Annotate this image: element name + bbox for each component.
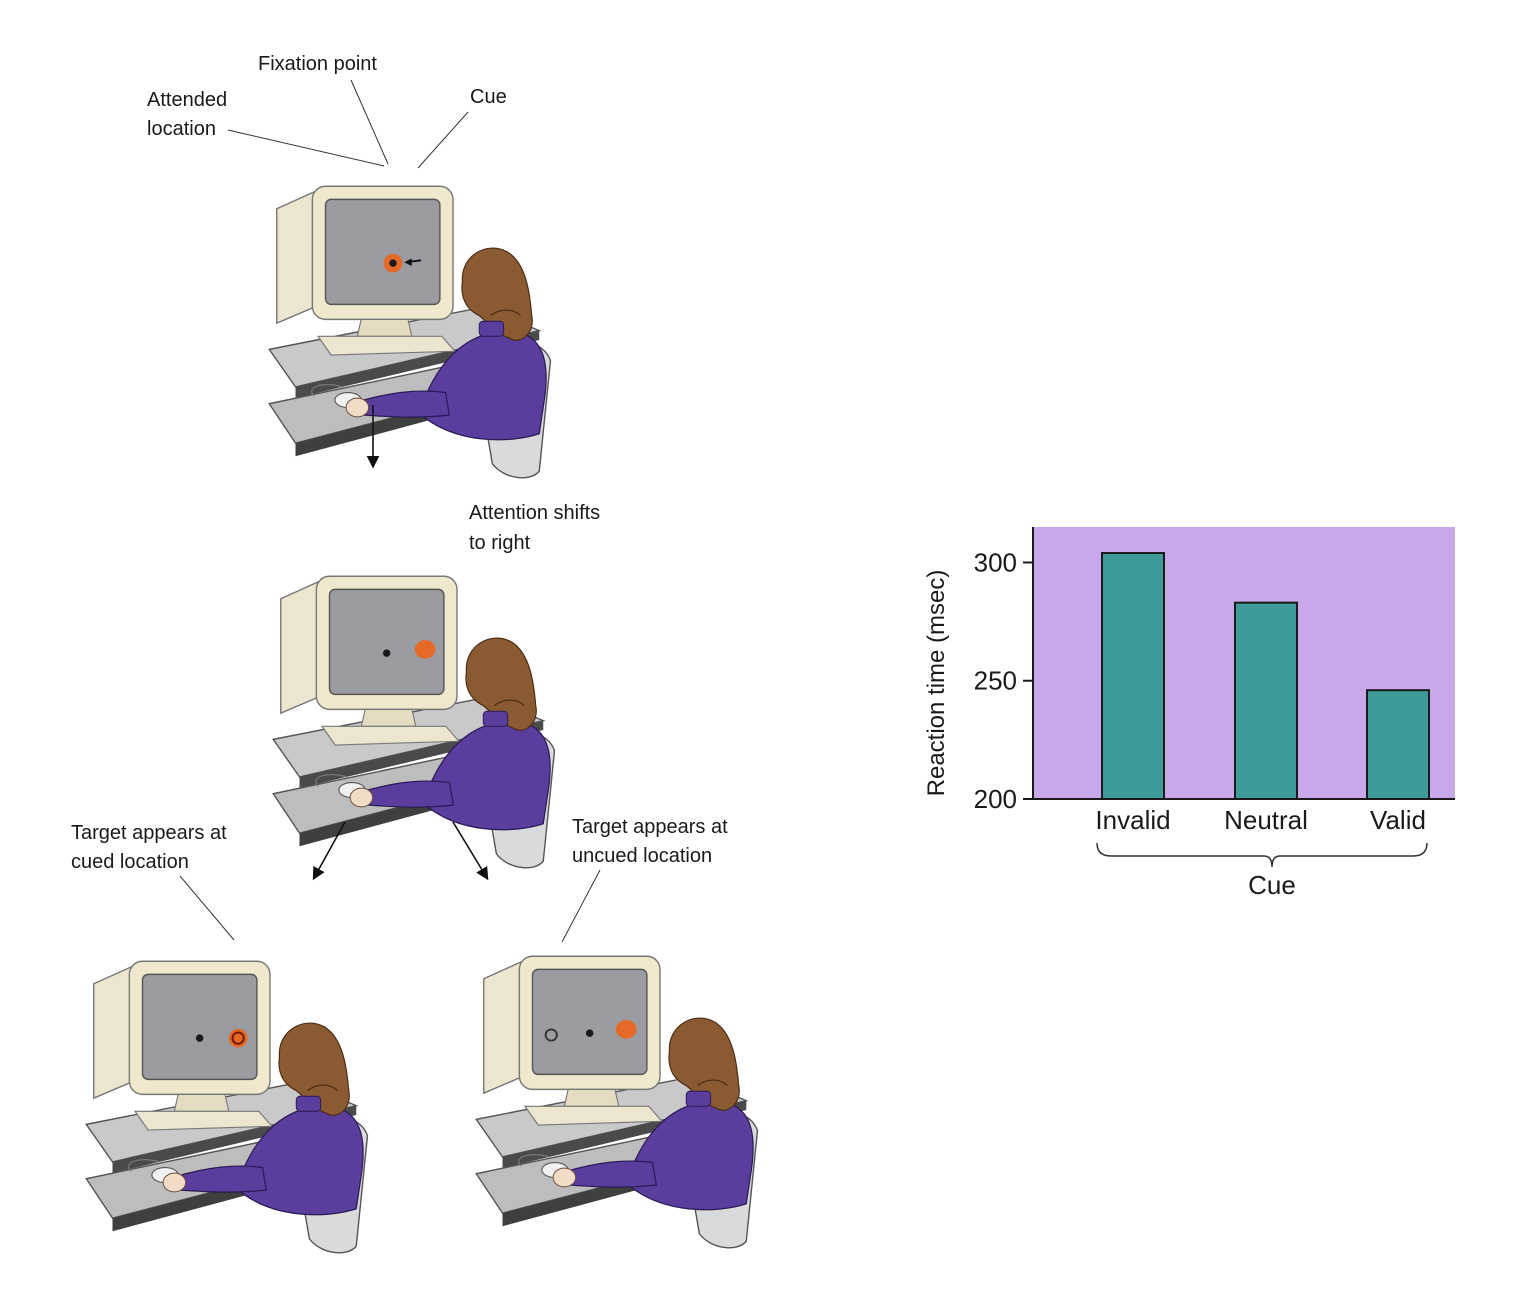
cued-target-label-line1: Target appears at — [71, 822, 227, 844]
cue-leader-line — [417, 111, 469, 169]
category-label-valid: Valid — [1370, 805, 1426, 835]
cue-brace — [1096, 842, 1428, 868]
category-label-neutral: Neutral — [1224, 805, 1308, 835]
cued-target-leader-line — [179, 875, 235, 941]
attended-location-label-line2: location — [147, 118, 216, 140]
workstation-panel-cued-target — [75, 890, 375, 1290]
reaction-time-chart: 200 250 300 Invalid Neutral Valid Cue Reacti… — [923, 527, 1455, 900]
cue-label: Cue — [470, 86, 507, 108]
cue-arrowhead — [404, 258, 412, 266]
y-tick-label: 200 — [974, 784, 1017, 814]
target-circle — [544, 1028, 558, 1042]
workstation-illustration — [262, 505, 562, 880]
bar-valid — [1366, 689, 1430, 801]
bar-neutral — [1234, 601, 1298, 800]
diagram-arrows — [179, 79, 601, 943]
y-tick-label: 300 — [974, 547, 1017, 577]
bar-invalid — [1101, 552, 1165, 800]
flow-arrow-right — [452, 821, 489, 881]
cued-target-label-line2: cued location — [71, 851, 189, 873]
workstation-illustration — [258, 115, 558, 490]
uncued-target-label-line2: uncued location — [572, 845, 713, 867]
category-label-invalid: Invalid — [1095, 805, 1170, 835]
attention-spot — [615, 1020, 637, 1039]
attention-shift-label-line2: to right — [469, 532, 531, 554]
attended-location-label-line1: Attended — [147, 89, 228, 111]
y-axis-title: Reaction time (msec) — [923, 570, 950, 797]
fixation-point — [382, 649, 391, 657]
x-axis-title: Cue — [1248, 870, 1296, 900]
uncued-target-label-line1: Target appears at — [572, 816, 728, 838]
fixation-point — [195, 1034, 204, 1042]
fixation-point-label: Fixation point — [258, 53, 377, 75]
attention-spot — [414, 640, 436, 659]
workstation-panel-shift — [262, 505, 562, 905]
attended-location-leader-line — [227, 129, 385, 167]
workstation-panel-cue — [258, 115, 558, 515]
workstation-panel-uncued-target — [465, 885, 765, 1285]
attention-shift-label-line1: Attention shifts — [469, 502, 601, 524]
y-tick-label: 250 — [974, 666, 1017, 696]
workstation-illustration — [465, 885, 765, 1260]
fixation-point — [389, 259, 397, 267]
target-circle — [231, 1031, 245, 1045]
fixation-leader-line — [350, 79, 389, 165]
uncued-target-leader-line — [561, 869, 601, 943]
workstation-illustration — [75, 890, 375, 1265]
flow-arrow-left — [312, 821, 346, 881]
fixation-point — [585, 1029, 594, 1037]
